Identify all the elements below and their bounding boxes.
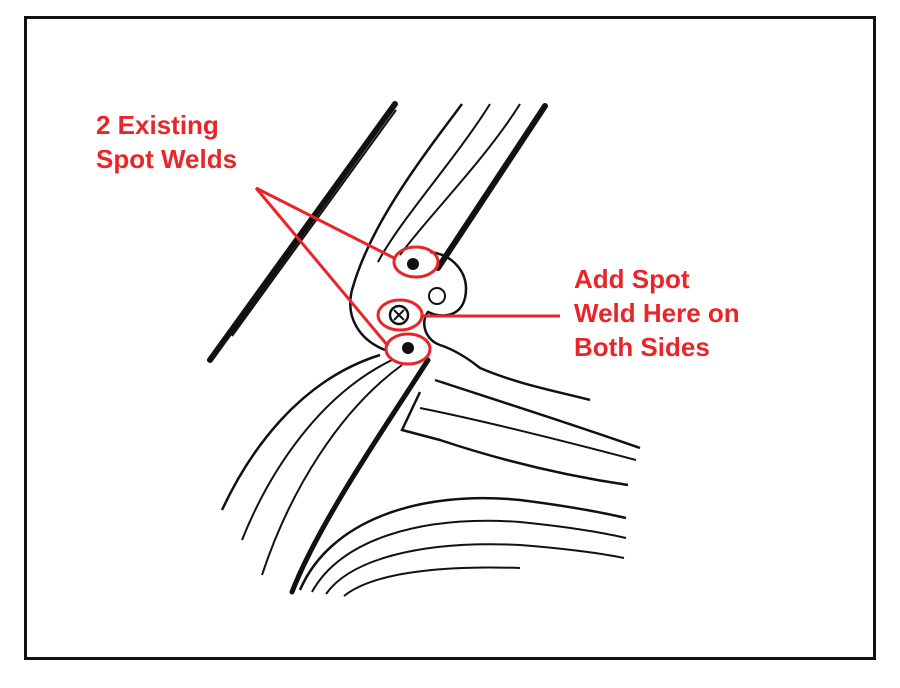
outer-pillar-edge (207, 101, 398, 363)
callout-ellipse-bottom-weld (384, 332, 432, 366)
diagram-frame (24, 16, 876, 660)
callout-ellipse-top-weld (392, 245, 440, 279)
add-weld-callout-line-3: Both Sides (574, 332, 710, 362)
lower-sweep-3 (261, 364, 403, 576)
new-weld-cross (393, 309, 405, 321)
lower-sweep-1 (220, 353, 381, 511)
lower-panel-curve-2 (311, 519, 627, 593)
pillar-channel-line-2 (377, 103, 491, 263)
leader-line-to-top-weld (255, 186, 395, 260)
lower-panel-curve-1 (298, 496, 627, 591)
pillar-channel-line-3 (399, 103, 521, 256)
lower-sweep-2 (241, 359, 393, 541)
existing-weld-top (407, 258, 419, 270)
open-hole (428, 287, 446, 305)
pillar-main-edge (435, 103, 548, 271)
pillar-channel-line-1 (349, 103, 463, 352)
rail-notch (400, 391, 629, 487)
weld-flange-tab (423, 250, 591, 402)
add-weld-callout-line-2: Weld Here on (574, 298, 740, 328)
existing-weld-bottom (402, 342, 414, 354)
outer-pillar-shadow (231, 109, 397, 337)
add-weld-callout: Add Spot Weld Here on Both Sides (574, 262, 740, 364)
add-weld-callout-line-1: Add Spot (574, 264, 690, 294)
existing-welds-callout: 2 Existing Spot Welds (96, 108, 237, 176)
lower-panel-curve-3 (325, 543, 625, 595)
lower-main-edge (289, 357, 431, 595)
existing-welds-callout-line-1: 2 Existing (96, 110, 219, 140)
leader-line-to-bottom-weld (254, 187, 390, 347)
new-weld-symbol (388, 304, 410, 326)
lower-panel-curve-4 (343, 566, 521, 597)
rail-top-edge (434, 378, 641, 450)
existing-welds-callout-line-2: Spot Welds (96, 144, 238, 174)
rail-inner-line (419, 407, 637, 461)
